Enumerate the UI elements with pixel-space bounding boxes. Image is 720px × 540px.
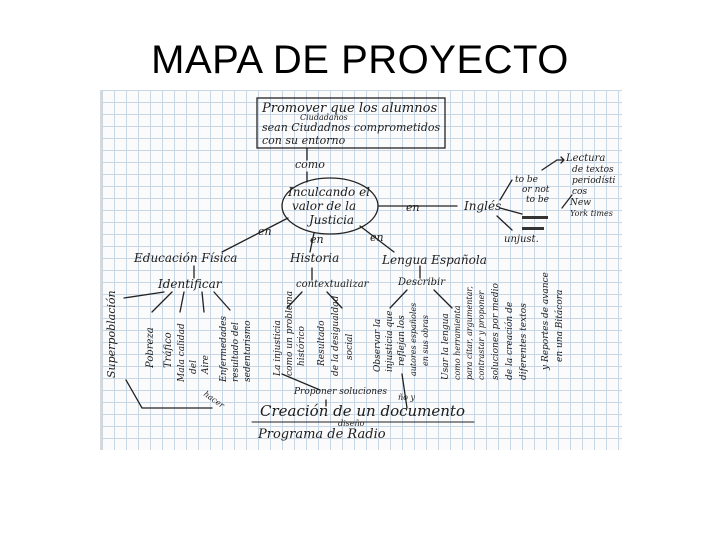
tobe-2: or not <box>522 185 550 195</box>
line-context-injusticia <box>286 291 303 309</box>
leaf-injusticia-3: histórico <box>297 326 307 366</box>
line-tobe-lectura <box>541 159 558 171</box>
leaf-lengua-5: soluciones por medio <box>491 283 501 380</box>
top-box-line1: Promover que los alumnos <box>262 101 438 116</box>
top-box-line3: con su entorno <box>262 134 346 147</box>
leaf-enfermedades-3: sedentarismo <box>243 320 253 382</box>
line-central-historia <box>309 232 315 253</box>
programa-radio: Programa de Radio <box>258 427 386 442</box>
leaf-pobreza: Pobreza <box>145 327 156 368</box>
lectura-2: de textos <box>572 165 614 175</box>
leaf-injusticia-2: como un problema <box>285 290 295 376</box>
lectura-6: York times <box>570 209 613 218</box>
line-ingles-unjust <box>496 215 513 231</box>
arrow-lectura <box>556 156 565 164</box>
leaf-lengua-7: diferentes textos <box>519 303 529 380</box>
leaf-desigualdad-2: de la desigualdad <box>331 295 341 376</box>
line-describir-observar <box>389 289 408 309</box>
concept-map: Promover que los alumnos Ciudadanos sean… <box>100 90 622 450</box>
leaf-observar-3: reflejan los <box>397 315 407 366</box>
leaf-mala-calidad-3: Aire <box>201 354 211 374</box>
subject-lengua-espanola: Lengua Española <box>382 253 487 267</box>
identificar-label: Identificar <box>158 277 222 291</box>
leaf-observar-2: injusticia que <box>385 310 395 372</box>
leaf-reportes-1: y Reportes de avance <box>541 272 551 370</box>
leaf-lengua-3: para citar, argumentar, <box>465 286 474 380</box>
diseno-y-label: ño y <box>398 393 416 402</box>
leaf-mala-calidad-1: Mala calidad <box>177 323 187 382</box>
leaf-desigualdad-3: social <box>345 333 355 360</box>
leaf-reportes-2: en una Bitácora <box>555 289 565 362</box>
en-right: en <box>370 231 384 244</box>
leaf-lengua-1: Usar la lengua <box>441 313 451 380</box>
subject-educacion-fisica: Educación Física <box>134 251 238 265</box>
line-edfisica-creacion <box>125 379 213 409</box>
leaf-trafico: Tráfico <box>163 332 174 368</box>
como-label: como <box>295 158 325 171</box>
creacion-diseno: diseño <box>338 419 365 428</box>
line-identificar-calidad <box>201 291 205 313</box>
line-central-lengua <box>359 225 395 253</box>
leaf-enfermedades-2: resultado del <box>231 322 241 382</box>
slide-title: MAPA DE PROYECTO <box>151 38 569 82</box>
leaf-lengua-6: de la creación de <box>505 301 515 380</box>
leaf-observar-1: Observar la <box>373 318 383 372</box>
ingles-scribble-1 <box>522 210 548 219</box>
tobe-3: to be <box>526 195 549 205</box>
connector-lines <box>123 97 573 423</box>
line-identificar-trafico <box>179 291 185 313</box>
line-ingles-lectura2 <box>561 194 573 209</box>
lectura-3: periodísti <box>572 176 616 186</box>
line-injusticia-proponer <box>281 373 321 391</box>
en-ingles: en <box>406 201 420 214</box>
leaf-injusticia-1: La injusticia <box>273 320 283 376</box>
en-left: en <box>258 225 272 238</box>
leaf-lengua-2: como herramienta <box>453 305 462 380</box>
line-identificar-enfermedades <box>213 291 231 311</box>
leaf-observar-4: autores españoles <box>409 302 418 376</box>
lectura-4: cos <box>572 187 588 197</box>
line-describir-lengua <box>433 289 453 309</box>
top-box-correction: Ciudadanos <box>300 113 348 122</box>
ingles-scribble-2 <box>522 222 544 230</box>
en-mid: en <box>310 233 324 246</box>
leaf-desigualdad-1: Resultado <box>317 320 327 366</box>
line-observar-creacion <box>401 373 408 409</box>
top-box-line2: sean Ciudadnos comprometidos <box>262 121 441 134</box>
line-ingles-tobe <box>499 179 513 201</box>
line-identificar-sobrepoblacion <box>123 291 165 299</box>
leaf-sobrepoblacion: Superpoblación <box>105 290 118 378</box>
tobe-1: to be <box>515 175 538 185</box>
proponer-soluciones: Proponer soluciones <box>294 387 388 397</box>
line-central-edfisica <box>221 217 289 253</box>
contextualizar-label: contextualizar <box>296 279 369 290</box>
subject-historia: Historia <box>290 251 340 265</box>
leaf-lengua-4: contrastar y proponer <box>477 290 486 380</box>
central-line1: Inculcando el <box>288 185 371 199</box>
line-ingles-scribble <box>499 207 523 215</box>
central-line3: Justicia <box>309 213 355 227</box>
lectura-1: Lectura <box>566 153 606 164</box>
lectura-5: New <box>570 198 591 208</box>
leaf-enfermedades-1: Enfermedades <box>219 315 229 382</box>
top-box-border <box>256 97 446 149</box>
unjust-label: unjust. <box>504 234 539 245</box>
subject-ingles: Inglés <box>464 199 502 213</box>
leaf-mala-calidad-2: del <box>189 360 199 374</box>
line-identificar-pobreza <box>151 291 173 313</box>
leaf-observar-5: en sus obras <box>421 315 430 366</box>
creacion-documento: Creación de un documento <box>260 402 465 420</box>
describir-label: Describir <box>398 277 446 288</box>
central-line2: valor de la <box>292 199 357 213</box>
line-context-desigualdad <box>326 291 343 309</box>
